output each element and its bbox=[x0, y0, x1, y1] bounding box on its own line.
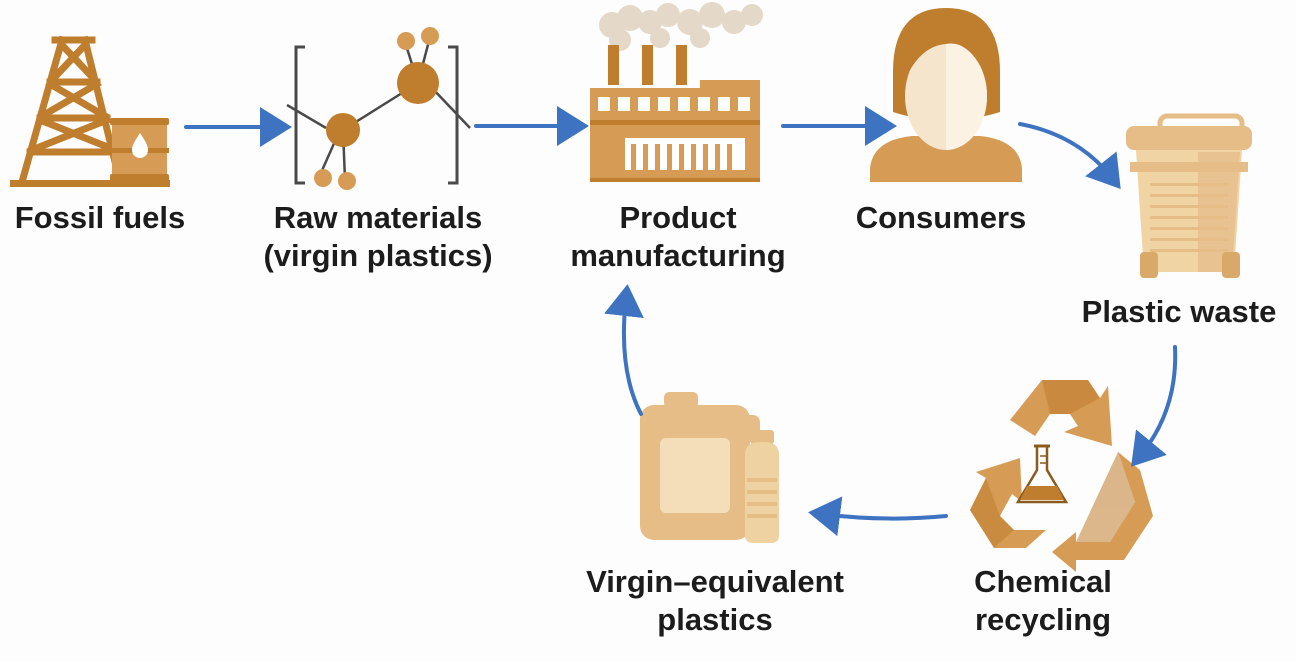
consumers-text: Consumers bbox=[855, 200, 1027, 235]
flask-icon bbox=[1015, 444, 1069, 504]
oil-derrick-icon bbox=[10, 35, 170, 187]
arrow-waste-to-recycling bbox=[1131, 345, 1178, 467]
fossil-fuels-label: Fossil fuels bbox=[0, 199, 200, 237]
plastic-waste-text: Plastic waste bbox=[1081, 294, 1277, 329]
chemical-recycling-label: Chemical recycling bbox=[938, 563, 1148, 639]
consumers-label: Consumers bbox=[838, 199, 1044, 237]
virgin-equivalent-line1: Virgin–equivalent bbox=[586, 564, 844, 599]
raw-materials-line2: (virgin plastics) bbox=[263, 238, 493, 273]
chemical-recycling-line1: Chemical bbox=[974, 564, 1112, 599]
virgin-equivalent-label: Virgin–equivalent plastics bbox=[560, 563, 870, 639]
virgin-equivalent-line2: plastics bbox=[657, 602, 773, 637]
arrow-consumers-to-waste bbox=[1018, 122, 1121, 189]
factory-icon bbox=[590, 2, 763, 182]
product-manufacturing-line2: manufacturing bbox=[570, 238, 786, 273]
chemical-recycling-line2: recycling bbox=[974, 602, 1112, 637]
person-icon bbox=[870, 8, 1022, 182]
plastic-containers-icon bbox=[640, 392, 779, 543]
product-manufacturing-line1: Product bbox=[619, 200, 737, 235]
arrow-virgin-equivalent-to-manufacturing bbox=[604, 284, 644, 416]
molecule-icon bbox=[286, 27, 471, 190]
product-manufacturing-label: Product manufacturing bbox=[556, 199, 800, 275]
plastic-waste-label: Plastic waste bbox=[1064, 293, 1294, 331]
recycle-flask-icon bbox=[970, 380, 1153, 572]
arrow-recycling-to-virgin-equivalent bbox=[808, 496, 948, 537]
raw-materials-label: Raw materials (virgin plastics) bbox=[240, 199, 516, 275]
raw-materials-line1: Raw materials bbox=[273, 200, 483, 235]
fossil-fuels-text: Fossil fuels bbox=[14, 200, 186, 235]
wheelie-bin-icon bbox=[1126, 113, 1252, 278]
